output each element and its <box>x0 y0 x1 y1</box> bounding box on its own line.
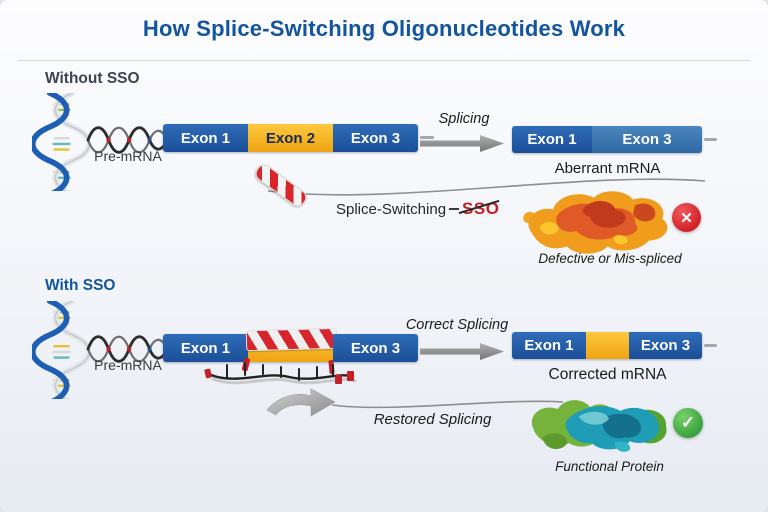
section-heading-with-sso: With SSO <box>45 277 116 294</box>
sso-dash <box>449 208 460 210</box>
correct-splicing-arrow-label: Correct Splicing <box>405 317 509 333</box>
success-badge-icon: ✓ <box>673 408 703 438</box>
exon1-segment: Exon 1 <box>163 334 248 362</box>
mrna-tail-line <box>420 136 434 139</box>
blocked-splice-machinery-icon <box>204 362 357 385</box>
section-heading-without-sso: Without SSO <box>45 70 140 87</box>
exon2-segment-covered <box>241 327 338 375</box>
aberrant-mrna-label: Aberrant mRNA <box>554 160 661 177</box>
pre-mrna-label: Pre-mRNA <box>94 148 162 164</box>
result-exon1-segment: Exon 1 <box>512 332 586 359</box>
mrna-tail-line <box>704 138 717 141</box>
result-exon2-segment <box>586 332 629 359</box>
exon1-segment: Exon 1 <box>163 124 248 152</box>
correct-splicing-arrow-icon <box>420 343 504 360</box>
pre-mrna-strand-icon <box>86 126 166 154</box>
splicing-arrow-icon <box>420 135 504 152</box>
page-title: How Splice-Switching Oligonucleotides Wo… <box>142 16 626 41</box>
restored-splicing-label: Restored Splicing <box>373 411 492 428</box>
bound-sso-ribbon-icon <box>245 327 338 352</box>
exon3-segment: Exon 3 <box>333 334 418 362</box>
sso-annotation: Splice-Switching SSO <box>336 199 500 219</box>
result-exon3-segment: Exon 3 <box>629 332 702 359</box>
pre-mrna-label: Pre-mRNA <box>94 357 162 373</box>
restored-splicing-leader-line <box>331 400 564 409</box>
error-badge-icon: ✕ <box>672 203 701 232</box>
functional-protein-icon <box>531 400 667 452</box>
defective-protein-label: Defective or Mis-spliced <box>538 251 682 266</box>
mrna-tail-line <box>704 344 717 347</box>
pre-mrna-exon-bar-sso-bound: Exon 1 Exon 3 <box>163 327 418 375</box>
exon3-segment: Exon 3 <box>333 124 418 152</box>
result-exon3-segment: Exon 3 <box>592 126 702 153</box>
pre-mrna-strand-icon <box>86 335 166 363</box>
corrected-mrna-label: Corrected mRNA <box>548 366 667 383</box>
sso-annotation-accent: SSO <box>458 199 500 219</box>
defective-protein-icon <box>523 191 668 254</box>
result-exon1-segment: Exon 1 <box>512 126 592 153</box>
exon2-segment: Exon 2 <box>248 124 333 152</box>
aberrant-mrna-bar: Exon 1 Exon 3 <box>512 126 702 153</box>
splicing-arrow-label: Splicing <box>438 111 490 127</box>
corrected-mrna-bar: Exon 1 Exon 3 <box>512 332 702 359</box>
dna-helix-icon <box>32 93 90 191</box>
pre-mrna-exon-bar: Exon 1 Exon 2 Exon 3 <box>163 124 418 152</box>
functional-protein-label: Functional Protein <box>555 459 664 474</box>
title-divider <box>18 60 750 61</box>
sso-annotation-text: Splice-Switching <box>336 201 447 218</box>
redirect-arrow-icon <box>266 388 336 417</box>
sso-leader-line <box>267 178 706 196</box>
dna-helix-icon <box>32 301 90 399</box>
